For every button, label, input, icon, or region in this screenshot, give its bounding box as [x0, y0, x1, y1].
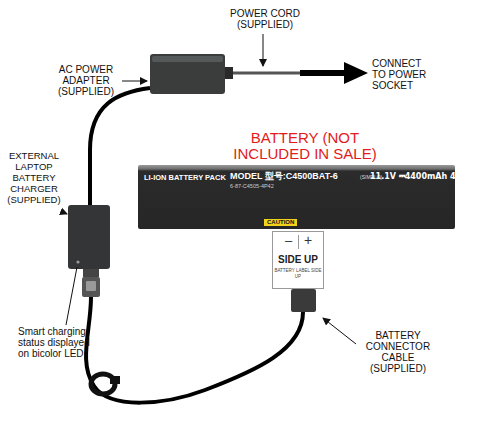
polarity-mark: + — [304, 233, 312, 248]
plug-body — [82, 277, 100, 297]
battery-pack: LI-ION BATTERY PACKMODEL 型号:C4500BAT-6(S… — [138, 165, 455, 229]
power-cord — [233, 72, 302, 75]
battery-brand: LI-ION BATTERY PACK — [144, 174, 226, 183]
socket-arrow — [300, 70, 348, 76]
connector-plug — [291, 289, 316, 312]
orientation-note: BATTERY LABEL SIDE UP — [274, 268, 322, 279]
adapter-highlight — [152, 56, 223, 62]
model-number: MODEL 型号:C4500BAT-6 — [230, 171, 338, 181]
polarity-mark: – — [285, 234, 292, 248]
battery-connector: –+ SIDE UP BATTERY LABEL SIDE UP — [272, 231, 324, 289]
caution-sticker: CAUTION — [264, 219, 297, 226]
leader-line — [323, 318, 356, 344]
orientation-label: SIDE UP — [273, 254, 323, 265]
strain-relief — [225, 67, 233, 79]
leader-line — [66, 267, 77, 325]
callout-label: AC POWER ADAPTER (SUPPLIED) — [50, 64, 122, 97]
battery-charger — [68, 205, 110, 269]
battery-note: BATTERY (NOT INCLUDED IN SALE) — [230, 130, 380, 162]
plug-face — [86, 281, 96, 291]
strap-tab — [110, 376, 120, 384]
callout-label: Smart charging status displayed on bicol… — [18, 326, 100, 359]
callout-label: CONNECT TO POWER SOCKET — [372, 58, 430, 91]
callout-label: EXTERNAL LAPTOP BATTERY CHARGER (SUPPLIE… — [2, 150, 66, 205]
callout-label: BATTERY CONNECTOR CABLE (SUPPLIED) — [358, 330, 438, 374]
part-number: 6-87-C4505-4P42 — [230, 183, 274, 190]
ac-adapter — [150, 54, 225, 94]
plug-sleeve — [83, 269, 99, 277]
connector-cable — [86, 297, 303, 403]
bicolor-led — [76, 260, 79, 263]
leader-line — [122, 81, 147, 82]
leader-line — [62, 212, 67, 214]
callout-label: POWER CORD (SUPPLIED) — [225, 8, 305, 30]
battery-rating: 11.1V ⎓4400mAh 48.84Wh — [370, 172, 480, 181]
leader-line — [263, 34, 264, 66]
socket-arrowhead — [344, 62, 368, 84]
connector-divider — [298, 235, 299, 249]
